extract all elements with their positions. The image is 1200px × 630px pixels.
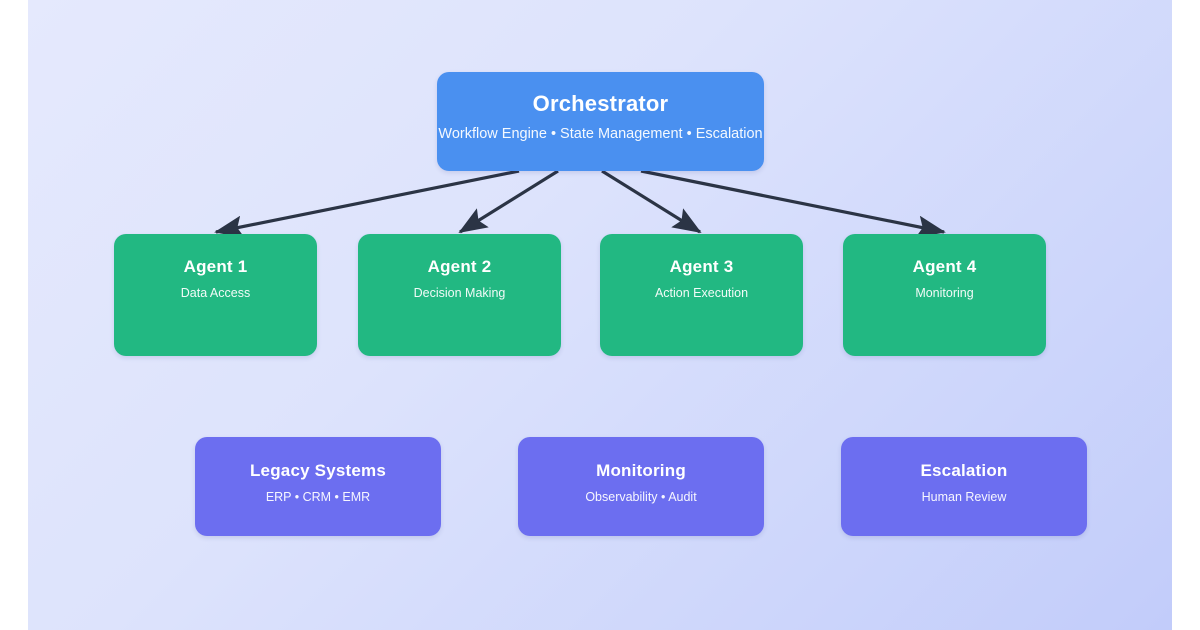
node-agent-1[interactable]: Agent 1 Data Access xyxy=(114,234,317,356)
node-agent-4-title: Agent 4 xyxy=(912,257,977,276)
node-agent-3-subtitle: Action Execution xyxy=(654,286,749,300)
node-agent-4-subtitle: Monitoring xyxy=(915,286,974,300)
node-legacy-systems-subtitle: ERP • CRM • EMR xyxy=(265,490,371,504)
node-agent-3[interactable]: Agent 3 Action Execution xyxy=(600,234,803,356)
node-legacy-systems-title: Legacy Systems xyxy=(249,461,387,480)
node-orchestrator-title: Orchestrator xyxy=(532,91,669,116)
node-agent-1-subtitle: Data Access xyxy=(180,286,251,300)
node-escalation-title: Escalation xyxy=(920,461,1008,480)
node-orchestrator[interactable]: Orchestrator Workflow Engine • State Man… xyxy=(437,72,764,171)
node-escalation-subtitle: Human Review xyxy=(921,490,1007,504)
node-agent-2-subtitle: Decision Making xyxy=(413,286,506,300)
node-monitoring-subtitle: Observability • Audit xyxy=(585,490,697,504)
node-legacy-systems[interactable]: Legacy Systems ERP • CRM • EMR xyxy=(195,437,441,536)
node-agent-3-title: Agent 3 xyxy=(669,257,734,276)
node-escalation[interactable]: Escalation Human Review xyxy=(841,437,1087,536)
node-agent-2-title: Agent 2 xyxy=(427,257,492,276)
node-agent-4[interactable]: Agent 4 Monitoring xyxy=(843,234,1046,356)
node-agent-2[interactable]: Agent 2 Decision Making xyxy=(358,234,561,356)
node-monitoring[interactable]: Monitoring Observability • Audit xyxy=(518,437,764,536)
node-orchestrator-subtitle: Workflow Engine • State Management • Esc… xyxy=(438,126,763,142)
node-agent-1-title: Agent 1 xyxy=(183,257,248,276)
node-monitoring-title: Monitoring xyxy=(596,461,686,480)
